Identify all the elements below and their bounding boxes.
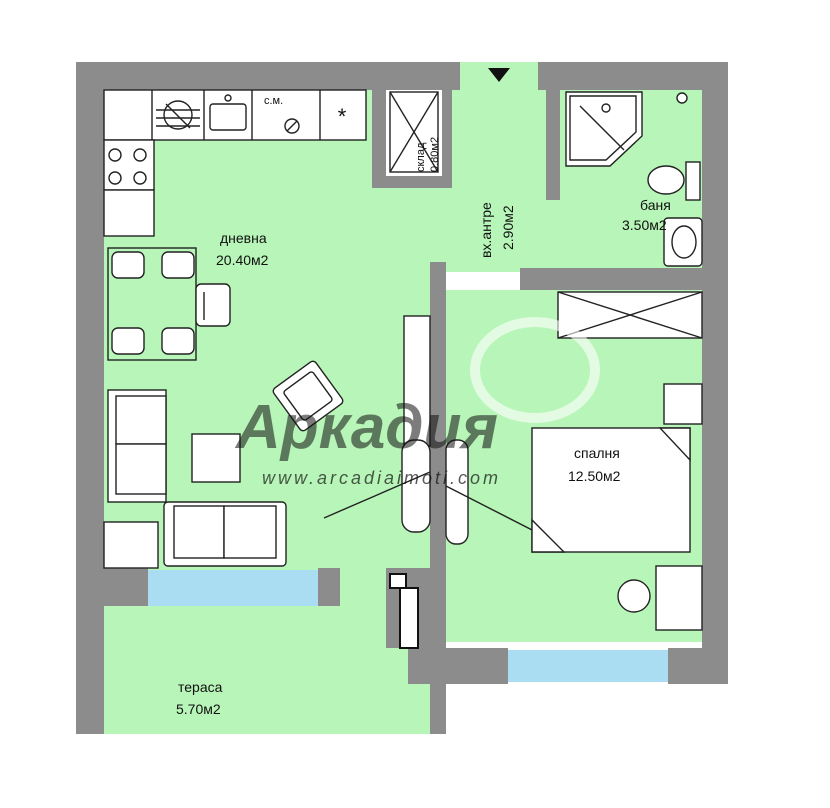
bath-vent-icon bbox=[676, 92, 688, 104]
armchair bbox=[272, 360, 344, 432]
bedroom-lamp-icon bbox=[617, 579, 651, 613]
window-living bbox=[148, 570, 318, 606]
window-bedroom bbox=[508, 650, 668, 682]
room-labels: дневна 20.40м2 вх.антре 2.90м2 склад 0.8… bbox=[176, 95, 671, 717]
wall-right bbox=[702, 62, 728, 684]
bedroom-shelf bbox=[663, 383, 703, 425]
living-room-area: 20.40м2 bbox=[216, 252, 269, 268]
wall-terrace-left bbox=[76, 568, 148, 606]
wall-left bbox=[76, 62, 104, 734]
hall-area: 2.90м2 bbox=[500, 205, 516, 250]
wall-storage-right bbox=[442, 90, 452, 188]
bathroom-name: баня bbox=[640, 197, 671, 213]
kitchen-cabinet bbox=[103, 189, 155, 237]
walls bbox=[76, 62, 728, 734]
freezer-icon: * bbox=[338, 104, 347, 129]
dining-table bbox=[107, 247, 231, 361]
wall-bedroom-bottom-left bbox=[408, 648, 508, 684]
washbasin-icon bbox=[663, 217, 703, 267]
stove-icon bbox=[103, 139, 155, 191]
wall-terrace-right bbox=[430, 672, 446, 734]
bedroom-area: 12.50м2 bbox=[568, 468, 621, 484]
sofa-bottom bbox=[163, 501, 287, 567]
side-unit bbox=[103, 521, 159, 569]
storage-area: 0.80м2 bbox=[429, 137, 441, 172]
shower bbox=[565, 91, 643, 167]
watermark: Аркадия www.arcadiaimoti.com bbox=[234, 317, 600, 488]
sofa-left bbox=[107, 389, 167, 503]
hall-name: вх.антре bbox=[478, 202, 494, 258]
storage-name: склад bbox=[415, 142, 427, 172]
windows bbox=[148, 570, 668, 682]
washing-machine-label: с.м. bbox=[264, 95, 283, 107]
terrace-name: тераса bbox=[178, 679, 223, 695]
nightstand bbox=[655, 565, 703, 631]
coffee-table bbox=[191, 433, 241, 483]
wall-top-right bbox=[538, 62, 728, 90]
wall-storage-bottom bbox=[372, 176, 444, 188]
bed bbox=[531, 427, 691, 553]
bathroom-area: 3.50м2 bbox=[622, 217, 667, 233]
wall-storage-left bbox=[372, 90, 386, 186]
entrance-arrow-icon bbox=[488, 68, 510, 82]
dish-rack-icon bbox=[156, 100, 200, 130]
wall-bedroom-bottom-right bbox=[668, 648, 728, 684]
doors bbox=[323, 439, 537, 545]
ventilation-shaft bbox=[386, 568, 430, 649]
wall-terrace-mid bbox=[318, 568, 340, 606]
sink-icon bbox=[209, 103, 247, 131]
living-room-name: дневна bbox=[220, 230, 267, 246]
kitchen-counter: * bbox=[103, 89, 367, 141]
watermark-site: www.arcadiaimoti.com bbox=[262, 468, 501, 488]
storage-shelf bbox=[389, 91, 439, 173]
tv-cabinet bbox=[403, 315, 431, 447]
wall-bath-left bbox=[546, 90, 560, 200]
toilet-icon bbox=[647, 161, 701, 201]
terrace-area: 5.70м2 bbox=[176, 701, 221, 717]
wall-top-left bbox=[76, 62, 460, 90]
bedroom-name: спалня bbox=[574, 445, 620, 461]
watermark-brand: Аркадия bbox=[234, 393, 498, 462]
wall-partition bbox=[430, 262, 446, 672]
furniture: * bbox=[103, 89, 703, 631]
wall-bath-bottom bbox=[520, 268, 702, 290]
wardrobe bbox=[557, 291, 703, 339]
